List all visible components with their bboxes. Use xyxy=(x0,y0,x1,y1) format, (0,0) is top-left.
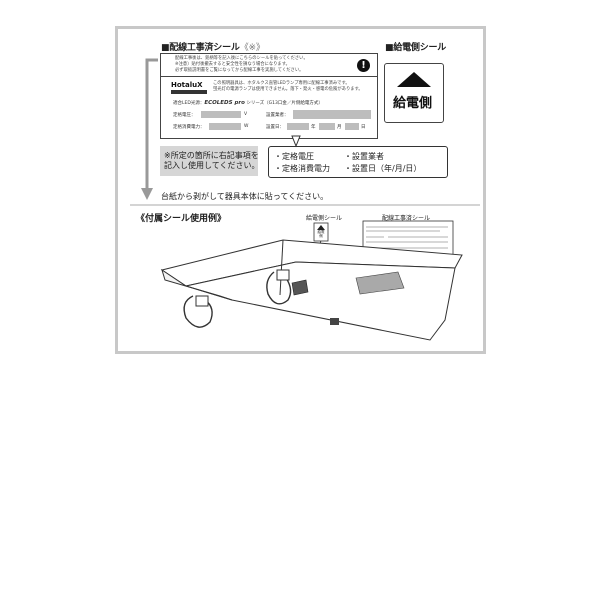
rated-power-field xyxy=(209,123,241,130)
left-arrow-line xyxy=(145,58,158,190)
mini-power-label: 給電側 xyxy=(317,230,325,238)
date-label: 設置日： xyxy=(266,125,284,130)
month-unit: 月 xyxy=(337,125,342,130)
year-field xyxy=(287,123,309,130)
power-seal-header: ■給電側シール xyxy=(385,43,447,53)
peel-instruction: 台紙から剥がして器具本体に貼ってください。 xyxy=(161,192,329,201)
sticker-intro-1: 配線工事後は、銘柄等を記入後にこちらのシールを貼ってください。 xyxy=(175,56,308,61)
triangle-up-icon xyxy=(397,72,431,87)
sticker-divider xyxy=(161,76,377,77)
sticker-desc-1: この照明器具は、ホタルクス直管LEDランプ専用に配線工事済みです。 xyxy=(213,81,350,86)
fixture-screw xyxy=(330,318,339,325)
example-title: 《付属シール使用例》 xyxy=(136,214,227,224)
compat-line: 適合LED光源：ECOLEDS pro シリーズ（G13口金／片側給電方式） xyxy=(173,100,323,106)
month-field xyxy=(319,123,335,130)
item-install-date: ・設置日（年/月/日） xyxy=(344,164,422,173)
fixture-edge xyxy=(161,268,233,301)
compat-label: 適合LED光源： xyxy=(173,101,205,106)
rated-voltage-label: 定格電圧： xyxy=(173,113,196,118)
sticker-intro-2: ※注意）貼付後撤去すると安全性を損なう場合になります。 xyxy=(175,62,290,67)
mini-sticker-lines xyxy=(366,226,448,249)
left-arrow-head xyxy=(141,188,153,200)
item-rated-power: ・定格消費電力 xyxy=(274,164,330,173)
item-rated-voltage: ・定格電圧 xyxy=(274,152,314,161)
brand-logo: HotaluX xyxy=(171,81,203,89)
sticker-desc-2: 蛍光灯の電源ランプは使用できません。落下・発火・感電の危険があります。 xyxy=(213,87,363,92)
installer-label: 設置業者： xyxy=(266,113,289,118)
wiring-sticker: 配線工事後は、銘柄等を記入後にこちらのシールを貼ってください。 ※注意）貼付後撤… xyxy=(160,53,378,139)
instruction-note: ※所定の箇所に右記事項を 記入し使用してください。 xyxy=(160,146,260,176)
day-field xyxy=(345,123,359,130)
rated-power-label: 定格消費電力： xyxy=(173,125,205,130)
product-name: ECOLEDS pro xyxy=(204,100,245,106)
socket-left xyxy=(183,295,213,328)
brand-bar xyxy=(171,90,207,94)
fixture-fold xyxy=(279,239,284,296)
socket-right-cap xyxy=(276,269,290,281)
rated-power-unit: W xyxy=(244,124,249,129)
wiring-seal-header-text: ■配線工事済シール xyxy=(161,43,240,53)
placed-power-seal xyxy=(291,279,309,296)
placed-wiring-seal xyxy=(355,271,405,295)
mini-triangle-icon xyxy=(317,225,325,230)
year-unit: 年 xyxy=(311,125,316,130)
power-sticker: 給電側 xyxy=(384,63,444,123)
sticker-intro-3: 必ず取扱説明書をご覧になってから配線工事を実施してください。 xyxy=(175,68,304,73)
wiring-seal-header: ■配線工事済シール《※》 xyxy=(161,40,265,53)
socket-left-cap xyxy=(195,295,209,307)
wiring-seal-header-note: 《※》 xyxy=(239,43,265,53)
instruction-note-text: ※所定の箇所に右記事項を 記入し使用してください。 xyxy=(164,151,260,170)
product-suffix: シリーズ（G13口金／片側給電方式） xyxy=(246,101,323,106)
rated-voltage-unit: V xyxy=(244,112,248,117)
items-callout: ・定格電圧 ・定格消費電力 ・設置業者 ・設置日（年/月/日） xyxy=(268,146,448,178)
callout-pointer xyxy=(291,135,301,148)
power-sticker-label: 給電側 xyxy=(393,96,433,111)
installer-field xyxy=(293,110,371,119)
item-installer: ・設置業者 xyxy=(344,152,384,161)
day-unit: 日 xyxy=(361,125,366,130)
warning-icon: ! xyxy=(357,59,370,72)
example-label-power: 給電側シール xyxy=(306,215,343,222)
socket-right xyxy=(266,271,292,305)
rated-voltage-field xyxy=(201,111,241,118)
example-label-wiring: 配線工事済シール xyxy=(382,215,431,222)
